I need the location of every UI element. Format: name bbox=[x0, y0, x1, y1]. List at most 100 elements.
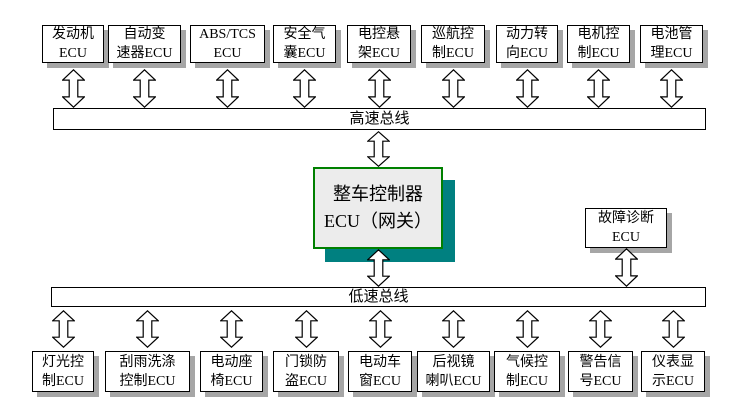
bidirectional-arrow-icon bbox=[62, 69, 85, 108]
bidirectional-arrow-icon bbox=[220, 310, 243, 348]
node-suspension-ecu-box: 电控悬 架ECU bbox=[347, 25, 411, 63]
node-abs-tcs-ecu-box: ABS/TCS ECU bbox=[190, 25, 265, 63]
node-label: 喇叭ECU bbox=[425, 373, 482, 389]
node-label: 制ECU bbox=[506, 373, 548, 389]
bidirectional-arrow-icon bbox=[660, 69, 683, 108]
node-label: 门锁防 bbox=[285, 354, 327, 370]
node-warning-signal-ecu: 警告信 号ECU bbox=[568, 310, 633, 392]
node-climate-control-ecu-box: 气候控 制ECU bbox=[494, 351, 560, 392]
bidirectional-arrow-icon bbox=[516, 310, 539, 348]
node-wiper-washer-ecu-box: 刮雨洗涤 控制ECU bbox=[105, 351, 190, 392]
node-label: 制ECU bbox=[577, 46, 620, 61]
node-gateway-ecu: 整车控制器 ECU（网关） bbox=[313, 131, 443, 287]
node-door-lock-ecu-box: 门锁防 盗ECU bbox=[273, 351, 339, 392]
node-engine-ecu-box: 发动机 ECU bbox=[42, 25, 104, 63]
node-lighting-ecu-box: 灯光控 制ECU bbox=[32, 351, 94, 392]
node-label: ECU bbox=[213, 46, 242, 61]
node-label: 窗ECU bbox=[359, 373, 401, 389]
node-label: ECU bbox=[59, 46, 87, 61]
node-label: ECU（网关） bbox=[324, 211, 432, 231]
node-label: 气候控 bbox=[506, 354, 548, 370]
bidirectional-arrow-icon bbox=[133, 69, 156, 108]
node-cruise-control-ecu-box: 巡航控 制ECU bbox=[421, 25, 485, 63]
node-label: 电动车 bbox=[359, 354, 401, 370]
high-speed-bus-label: 高速总线 bbox=[349, 111, 410, 127]
node-label: 控制ECU bbox=[119, 373, 176, 389]
node-label: 制ECU bbox=[432, 46, 474, 61]
bidirectional-arrow-icon bbox=[587, 69, 610, 108]
bidirectional-arrow-icon bbox=[295, 310, 318, 348]
node-instrument-display-ecu: 仪表显 示ECU bbox=[641, 310, 705, 392]
bidirectional-arrow-icon bbox=[516, 69, 539, 108]
node-suspension-ecu: 电控悬 架ECU bbox=[347, 25, 411, 108]
node-label: 示ECU bbox=[652, 373, 694, 389]
bidirectional-arrow-icon bbox=[442, 69, 465, 108]
node-label: 安全气 bbox=[283, 27, 326, 42]
node-label: 制ECU bbox=[42, 373, 84, 389]
bidirectional-arrow-icon bbox=[52, 310, 75, 348]
node-label: 动力转 bbox=[506, 27, 548, 42]
node-label: 灯光控 bbox=[42, 354, 84, 370]
node-fault-diagnosis-ecu: 故障诊断 ECU bbox=[585, 208, 667, 287]
bidirectional-arrow-icon bbox=[368, 69, 391, 108]
node-label: 向ECU bbox=[506, 46, 548, 61]
node-airbag-ecu: 安全气 囊ECU bbox=[273, 25, 336, 108]
bidirectional-arrow-icon bbox=[367, 249, 390, 287]
node-label: ABS/TCS bbox=[199, 27, 256, 42]
node-label: 速器ECU bbox=[116, 46, 173, 61]
node-power-window-ecu: 电动车 窗ECU bbox=[348, 310, 412, 392]
low-speed-bus-bar: 低速总线 bbox=[51, 287, 706, 307]
node-battery-mgmt-ecu: 电池管 理ECU bbox=[640, 25, 703, 108]
node-label: 整车控制器 bbox=[333, 184, 423, 204]
node-door-lock-ecu: 门锁防 盗ECU bbox=[273, 310, 339, 392]
node-transmission-ecu: 自动变 速器ECU bbox=[108, 25, 181, 108]
node-label: 架ECU bbox=[358, 46, 400, 61]
node-power-window-ecu-box: 电动车 窗ECU bbox=[348, 351, 412, 392]
bidirectional-arrow-icon bbox=[136, 310, 159, 348]
node-airbag-ecu-box: 安全气 囊ECU bbox=[273, 25, 336, 63]
node-motor-control-ecu: 电机控 制ECU bbox=[567, 25, 630, 108]
bidirectional-arrow-icon bbox=[442, 310, 465, 348]
node-label: 盗ECU bbox=[285, 373, 327, 389]
node-motor-control-ecu-box: 电机控 制ECU bbox=[567, 25, 630, 63]
high-speed-bus-bar: 高速总线 bbox=[53, 108, 706, 130]
node-label: 发动机 bbox=[52, 27, 94, 42]
bidirectional-arrow-icon bbox=[615, 248, 638, 287]
node-label: 后视镜 bbox=[432, 354, 475, 370]
node-label: 警告信 bbox=[579, 354, 622, 370]
node-power-steering-ecu-box: 动力转 向ECU bbox=[496, 25, 558, 63]
node-mirror-horn-ecu-box: 后视镜 喇叭ECU bbox=[417, 351, 490, 392]
node-power-seat-ecu: 电动座 椅ECU bbox=[200, 310, 263, 392]
node-mirror-horn-ecu: 后视镜 喇叭ECU bbox=[417, 310, 490, 392]
node-label: 故障诊断 bbox=[598, 211, 654, 226]
bidirectional-arrow-icon bbox=[589, 310, 612, 348]
node-lighting-ecu: 灯光控 制ECU bbox=[32, 310, 94, 392]
bidirectional-arrow-icon bbox=[216, 69, 239, 108]
node-label: 巡航控 bbox=[432, 27, 474, 42]
node-climate-control-ecu: 气候控 制ECU bbox=[494, 310, 560, 392]
node-gateway-ecu-box: 整车控制器 ECU（网关） bbox=[313, 167, 443, 249]
node-label: 理ECU bbox=[650, 46, 693, 61]
node-label: 仪表显 bbox=[652, 354, 694, 370]
node-label: 囊ECU bbox=[283, 46, 326, 61]
bidirectional-arrow-icon bbox=[369, 310, 392, 348]
node-label: 刮雨洗涤 bbox=[119, 354, 176, 370]
node-label: 电动座 bbox=[210, 354, 253, 370]
node-battery-mgmt-ecu-box: 电池管 理ECU bbox=[640, 25, 703, 63]
node-label: 椅ECU bbox=[210, 373, 253, 389]
node-power-steering-ecu: 动力转 向ECU bbox=[496, 25, 558, 108]
node-warning-signal-ecu-box: 警告信 号ECU bbox=[568, 351, 633, 392]
node-power-seat-ecu-box: 电动座 椅ECU bbox=[200, 351, 263, 392]
low-speed-bus-label: 低速总线 bbox=[348, 289, 409, 305]
node-label: 电机控 bbox=[577, 27, 620, 42]
node-fault-diagnosis-ecu-box: 故障诊断 ECU bbox=[585, 208, 667, 248]
node-abs-tcs-ecu: ABS/TCS ECU bbox=[190, 25, 265, 108]
node-label: 号ECU bbox=[579, 373, 622, 389]
bidirectional-arrow-icon bbox=[293, 69, 316, 108]
node-wiper-washer-ecu: 刮雨洗涤 控制ECU bbox=[105, 310, 190, 392]
node-label: ECU bbox=[612, 230, 640, 245]
bidirectional-arrow-icon bbox=[662, 310, 685, 348]
node-label: 电控悬 bbox=[358, 27, 400, 42]
node-instrument-display-ecu-box: 仪表显 示ECU bbox=[641, 351, 705, 392]
